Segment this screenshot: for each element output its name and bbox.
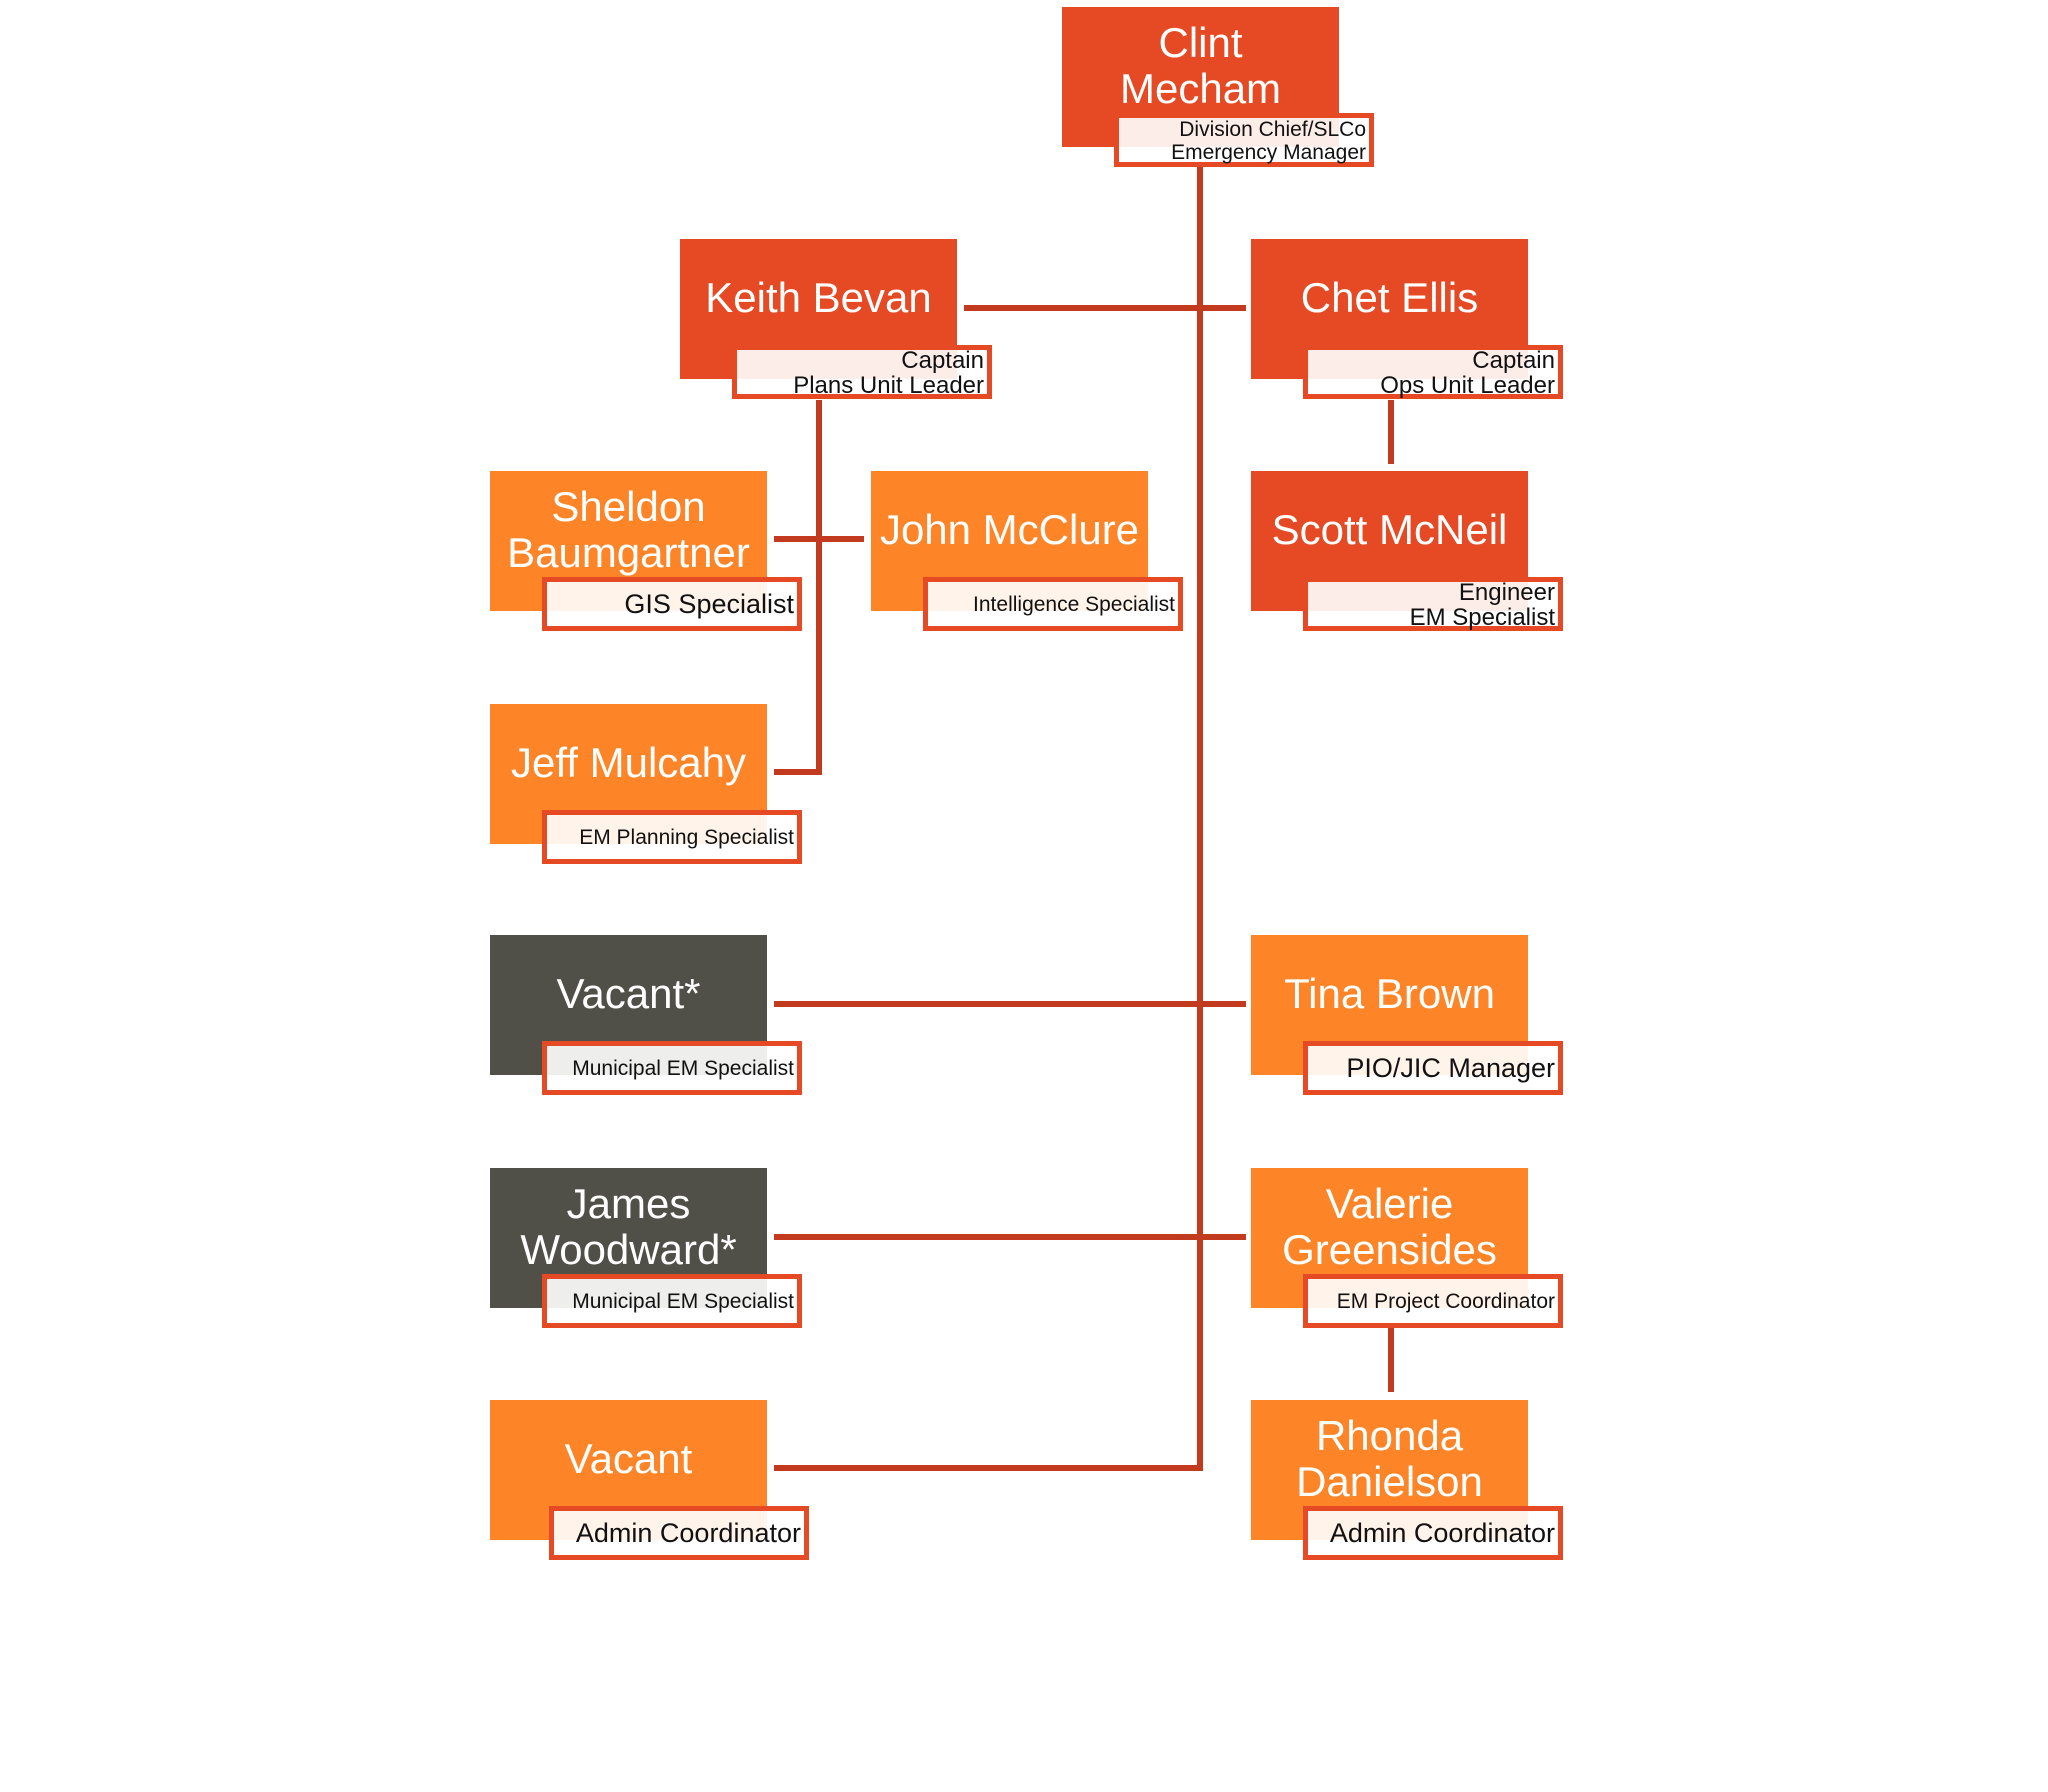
title-line: EM Project Coordinator [1336,1290,1555,1313]
node-rhonda-danielson: Rhonda Danielson Admin Coordinator [1251,1400,1563,1560]
title-line: Captain [1472,346,1555,374]
title-line: Plans Unit Leader [793,371,984,399]
title-line: GIS Specialist [624,589,794,619]
node-jeff-mulcahy: Jeff Mulcahy EM Planning Specialist [490,704,802,864]
title-line: Intelligence Specialist [973,593,1175,616]
node-sheldon-baumgartner: Sheldon Baumgartner GIS Specialist [490,471,802,631]
node-vacant-municipal: Vacant* Municipal EM Specialist [490,935,802,1095]
node-vacant-admin: Vacant Admin Coordinator [490,1400,809,1560]
title-line: Ops Unit Leader [1380,371,1555,399]
node-tina-brown: Tina Brown PIO/JIC Manager [1251,935,1563,1095]
connector-james-valerie [774,1234,1246,1240]
node-title: PIO/JIC Manager [1303,1041,1563,1095]
node-title: Municipal EM Specialist [542,1274,802,1328]
node-title: EM Project Coordinator [1303,1274,1563,1328]
connector-chet-scott [1388,400,1394,464]
connector-keith-chet [964,305,1246,311]
node-title: Admin Coordinator [1303,1506,1563,1560]
node-valerie-greensides: Valerie Greensides EM Project Coordinato… [1251,1168,1563,1328]
node-james-woodward: James Woodward* Municipal EM Specialist [490,1168,802,1328]
title-line: Municipal EM Specialist [572,1057,794,1080]
connector-vacant-admin [774,1465,1203,1471]
title-line: Division Chief/SLCo [1179,117,1366,141]
node-title: EM Planning Specialist [542,810,802,864]
connector-vacant-tina [774,1001,1246,1007]
node-title: GIS Specialist [542,577,802,631]
node-john-mcclure: John McClure Intelligence Specialist [871,471,1183,631]
connector-valerie-rhonda [1388,1328,1394,1392]
connector-sheldon-john [774,536,864,542]
node-title: Admin Coordinator [549,1506,809,1560]
title-line: Engineer [1458,578,1555,606]
title-line: Municipal EM Specialist [572,1290,794,1313]
title-line: EM Specialist [1409,603,1555,631]
connector-keith-down [816,400,822,775]
title-line: Admin Coordinator [575,1518,801,1548]
connector-trunk [1197,167,1203,1471]
connector-jeff [774,769,822,775]
node-title: Municipal EM Specialist [542,1041,802,1095]
title-line: Admin Coordinator [1329,1518,1555,1548]
title-line: Emergency Manager [1171,140,1366,164]
title-line: PIO/JIC Manager [1346,1053,1555,1083]
node-title: Intelligence Specialist [923,577,1183,631]
title-line: EM Planning Specialist [579,826,794,849]
title-line: Captain [901,346,984,374]
